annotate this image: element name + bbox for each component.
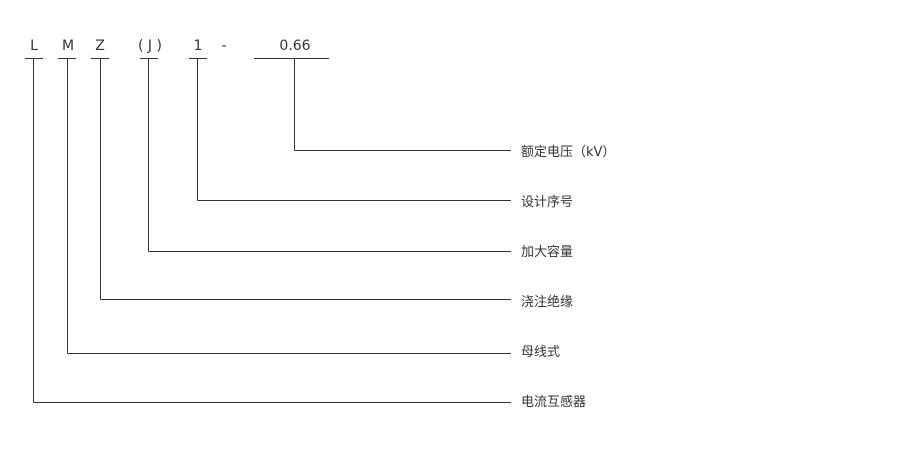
label-rated-voltage: 额定电压（kV） [521,145,616,160]
code-char-J: ( J ) [138,38,162,54]
label-cast-insulation: 浇注绝缘 [521,295,574,310]
label-increased-capacity: 加大容量 [521,245,574,260]
label-current-transformer: 电流互感器 [521,395,587,410]
code-char-voltage: 0.66 [279,38,311,54]
code-char-M: M [61,38,75,54]
code-char-dash: - [221,38,227,54]
label-design-serial: 设计序号 [521,195,574,210]
label-busbar-type: 母线式 [521,345,561,360]
code-char-Z: Z [95,38,105,54]
code-char-1: 1 [193,38,203,54]
code-char-L: L [30,38,38,54]
